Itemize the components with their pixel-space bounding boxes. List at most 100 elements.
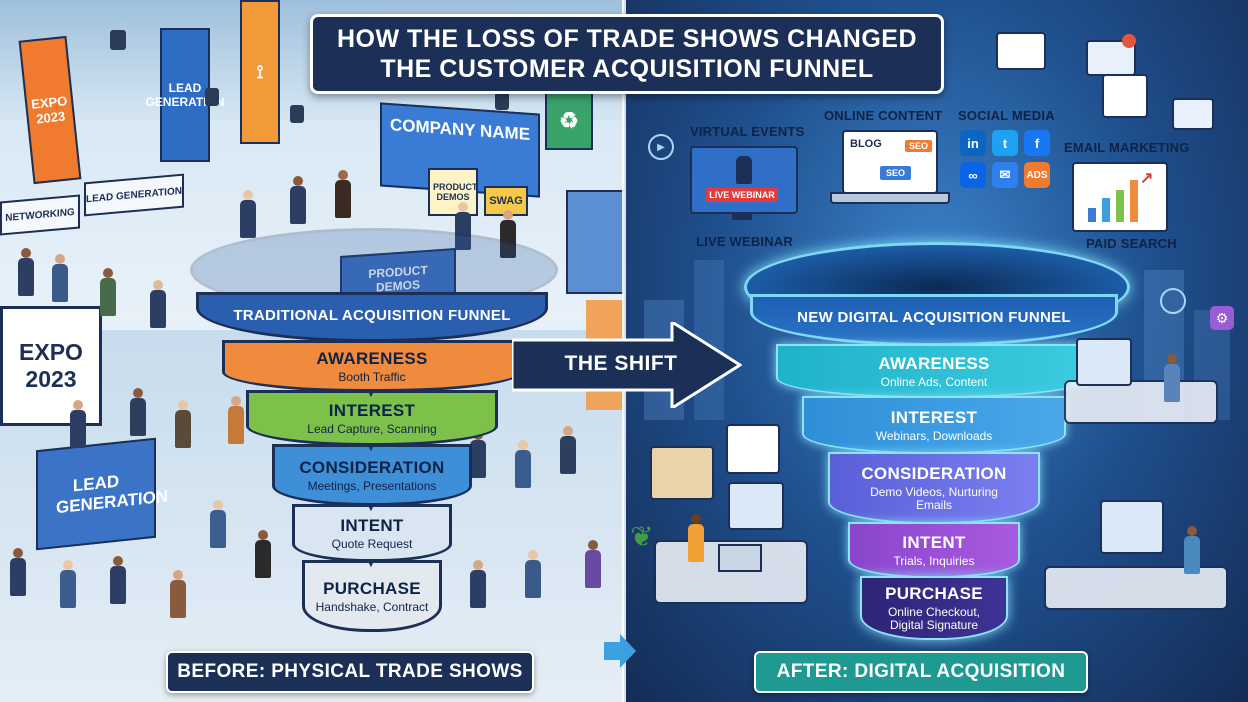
recycle-sign: ♻ <box>545 92 593 150</box>
desktop-monitor-icon <box>1100 500 1164 554</box>
page-title-line-2: THE CUSTOMER ACQUISITION FUNNEL <box>380 55 874 83</box>
attendee-figure <box>240 190 256 238</box>
networking-sign: NETWORKING <box>0 194 80 236</box>
attendee-figure <box>470 560 486 608</box>
blog-laptop: BLOG SEO SEO <box>842 130 938 194</box>
attendee-figure <box>18 248 34 296</box>
desktop-monitor-icon <box>728 482 784 530</box>
attendee-figure <box>255 530 271 578</box>
remote-worker-desk <box>1044 566 1228 610</box>
left-interest-detail: Lead Capture, Scanning <box>307 421 437 436</box>
network-symbol-icon: ⟟ <box>256 61 264 82</box>
linkedin-icon: in <box>960 130 986 156</box>
bar-chart-icon <box>1116 190 1124 222</box>
expo-side-booth-text: EXPO 2023 <box>19 339 83 392</box>
attendee-figure <box>335 170 351 218</box>
swag-sign-text: SWAG <box>489 195 523 207</box>
attendee-figure <box>52 254 68 302</box>
left-awareness-label: AWARENESS <box>316 348 428 368</box>
after-footer-text: AFTER: DIGITAL ACQUISITION <box>776 661 1066 682</box>
lead-generation-banner-top-text: LEAD GENERATION <box>145 81 225 109</box>
attendee-figure <box>60 560 76 608</box>
left-stage-purchase: PURCHASE Handshake, Contract <box>302 560 442 632</box>
bar-chart-icon <box>1102 198 1110 222</box>
blog-text: BLOG <box>850 138 882 150</box>
right-consideration-label: CONSIDERATION <box>861 464 1007 483</box>
remote-worker-figure <box>688 514 704 562</box>
chevron-down-icon: ▼ <box>364 554 378 570</box>
orange-banner: ⟟ <box>240 0 280 144</box>
left-consideration-detail: Meetings, Presentations <box>307 478 437 493</box>
bar-chart-icon <box>1130 180 1138 222</box>
attendee-figure <box>10 548 26 596</box>
social-media-label: SOCIAL MEDIA <box>958 108 1055 123</box>
spotlight-icon <box>110 30 126 50</box>
divider-arrow-icon <box>604 634 636 668</box>
play-icon: ▶ <box>648 134 674 160</box>
page-title: HOW THE LOSS OF TRADE SHOWS CHANGED THE … <box>310 14 944 94</box>
left-interest-label: INTEREST <box>328 400 416 420</box>
right-stage-awareness: AWARENESS Online Ads, Content <box>776 344 1092 398</box>
live-webinar-label: LIVE WEBINAR <box>696 234 794 249</box>
spotlight-icon <box>205 88 219 106</box>
lead-generation-sign-text: LEAD GENERATION <box>86 185 182 205</box>
trend-arrow-icon: ↗ <box>1140 170 1154 187</box>
messenger-icon: ✉ <box>992 162 1018 188</box>
shift-arrow-shape <box>510 319 743 411</box>
meta-icon: ∞ <box>960 162 986 188</box>
right-stage-purchase: PURCHASE Online Checkout, Digital Signat… <box>860 576 1008 640</box>
analytics-card-icon <box>1102 74 1148 118</box>
attendee-figure <box>585 540 601 588</box>
left-intent-label: INTENT <box>340 515 404 535</box>
product-demos-sign-text: PRODUCT DEMOS <box>433 182 478 202</box>
attendee-figure <box>210 500 226 548</box>
attendee-figure <box>290 176 306 224</box>
attendee-figure <box>560 426 576 474</box>
left-purchase-label: PURCHASE <box>323 578 421 598</box>
left-purchase-detail: Handshake, Contract <box>315 599 429 614</box>
laptop-base <box>830 192 950 204</box>
monitor-stand <box>732 212 752 220</box>
lead-generation-sign: LEAD GENERATION <box>84 173 184 217</box>
digital-funnel-title-band: NEW DIGITAL ACQUISITION FUNNEL <box>750 294 1118 346</box>
paid-search-chart: ↗ <box>1072 162 1168 232</box>
remote-worker-desk <box>654 540 808 604</box>
right-intent-label: INTENT <box>902 532 966 552</box>
ads-icon-text: ADS <box>1026 169 1048 181</box>
plant-icon: ❦ <box>630 521 654 552</box>
expo-banner-top-text: EXPO 2023 <box>30 93 68 127</box>
right-purchase-label: PURCHASE <box>885 584 983 603</box>
remote-worker-desk <box>1064 380 1218 424</box>
virtual-events-label: VIRTUAL EVENTS <box>690 124 805 139</box>
seo-tag: SEO <box>904 140 932 152</box>
attendee-figure <box>110 556 126 604</box>
chevron-down-icon: ▼ <box>364 438 378 454</box>
before-footer: BEFORE: PHYSICAL TRADE SHOWS <box>166 651 534 693</box>
live-webinar-badge: LIVE WEBINAR <box>706 188 778 202</box>
shift-arrow: THE SHIFT <box>510 319 743 411</box>
desktop-monitor-icon <box>1076 338 1132 386</box>
attendee-figure <box>70 400 86 448</box>
attendee-figure <box>525 550 541 598</box>
email-marketing-label: EMAIL MARKETING <box>1064 140 1190 155</box>
attendee-figure <box>175 400 191 448</box>
remote-worker-figure <box>1164 354 1180 402</box>
laptop-icon <box>718 544 762 572</box>
seo-box-text: SEO <box>886 168 906 178</box>
side-booth-panel <box>566 190 624 294</box>
wall-chart-icon <box>726 424 780 474</box>
ads-icon: ADS <box>1024 162 1050 188</box>
shift-label: THE SHIFT <box>564 352 678 375</box>
remote-worker-figure <box>1184 526 1200 574</box>
attendee-figure <box>515 440 531 488</box>
left-stage-interest: INTEREST Lead Capture, Scanning <box>246 390 498 446</box>
digital-funnel-title: NEW DIGITAL ACQUISITION FUNNEL <box>797 309 1071 326</box>
chevron-down-icon: ▼ <box>364 384 378 400</box>
paid-search-label: PAID SEARCH <box>1086 236 1177 251</box>
lead-generation-booth: LEAD GENERATION <box>36 437 169 551</box>
attendee-figure <box>130 388 146 436</box>
right-stage-intent: INTENT Trials, Inquiries <box>848 522 1020 578</box>
lead-generation-booth-text: LEAD GENERATION <box>56 471 169 518</box>
attendee-figure <box>150 280 166 328</box>
after-panel: VIRTUAL EVENTS LIVE WEBINAR LIVE WEBINAR… <box>624 0 1248 702</box>
